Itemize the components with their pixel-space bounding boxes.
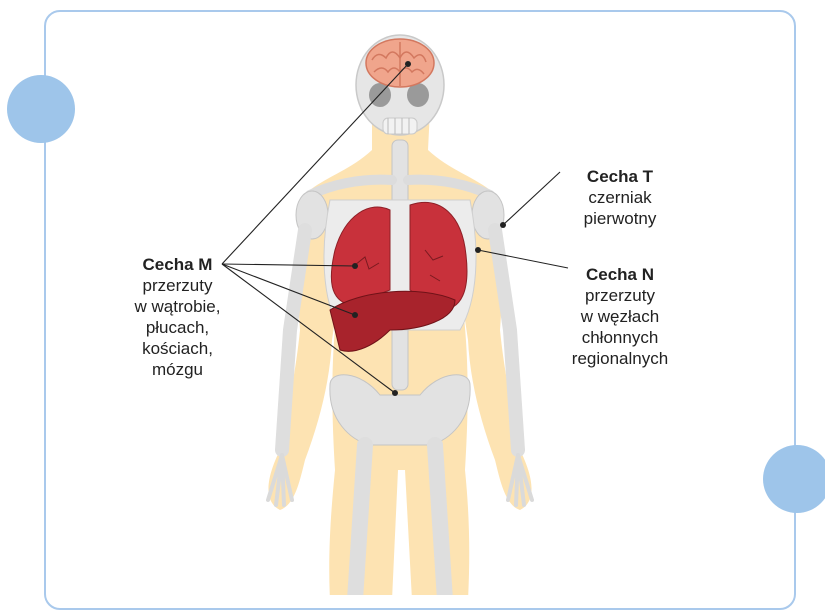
label-feature-n: Cecha N przerzuty w węzłach chłonnych re… [545, 264, 695, 369]
label-m-title: Cecha M [120, 254, 235, 275]
label-n-line: w węzłach [545, 306, 695, 327]
label-t-line: czerniak [560, 187, 680, 208]
label-m-line: przerzuty [120, 275, 235, 296]
label-m-line: płucach, [120, 317, 235, 338]
label-m-line: w wątrobie, [120, 296, 235, 317]
label-t-title: Cecha T [560, 166, 680, 187]
label-t-line: pierwotny [560, 208, 680, 229]
label-n-line: chłonnych [545, 327, 695, 348]
label-m-line: kościach, [120, 338, 235, 359]
label-m-line: mózgu [120, 359, 235, 380]
label-feature-m: Cecha M przerzuty w wątrobie, płucach, k… [120, 254, 235, 380]
brain [366, 39, 434, 87]
label-feature-t: Cecha T czerniak pierwotny [560, 166, 680, 229]
label-n-line: regionalnych [545, 348, 695, 369]
label-n-title: Cecha N [545, 264, 695, 285]
label-n-line: przerzuty [545, 285, 695, 306]
